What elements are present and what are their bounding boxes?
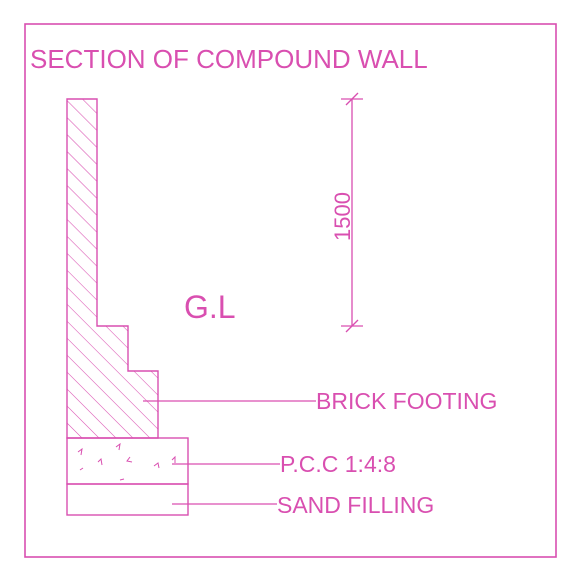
leader-lines <box>143 400 316 505</box>
pcc-label: P.C.C 1:4:8 <box>280 451 396 477</box>
drawing-title: SECTION OF COMPOUND WALL <box>30 44 428 74</box>
pcc-aggregate-marks <box>77 442 176 481</box>
sand-filling-label: SAND FILLING <box>277 492 434 518</box>
dimension-value: 1500 <box>330 192 355 241</box>
dimension-line <box>341 92 363 333</box>
sand-filling-layer <box>66 483 189 516</box>
ground-level-label: G.L <box>184 289 236 325</box>
brick-wall-section <box>66 98 159 439</box>
brick-footing-label: BRICK FOOTING <box>316 388 497 414</box>
drawing-frame <box>24 23 557 558</box>
